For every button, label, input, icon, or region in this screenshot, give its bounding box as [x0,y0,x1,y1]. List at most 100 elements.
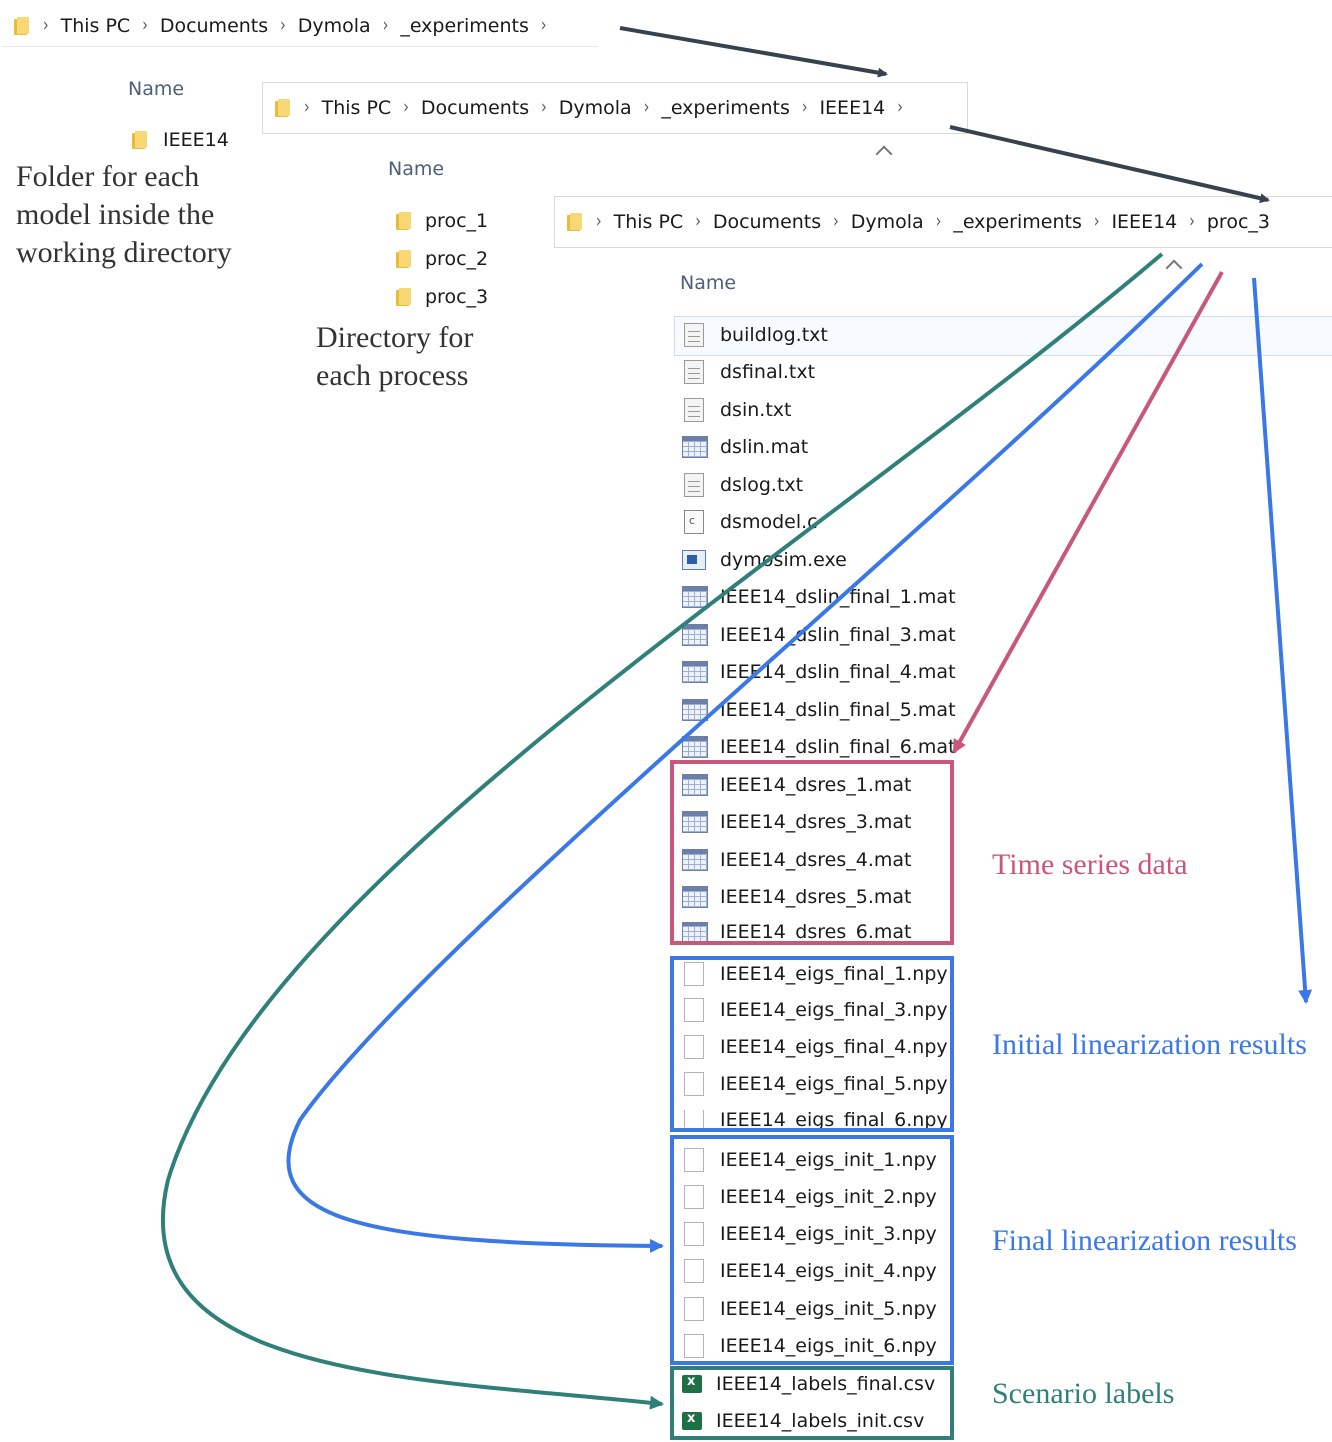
list-item[interactable]: IEEE14_eigs_init_2.npy [684,1185,937,1209]
list-item[interactable]: IEEE14_eigs_final_1.npy [684,962,948,986]
breadcrumb-experiments[interactable]: _experiments [400,15,529,37]
list-item[interactable]: IEEE14_eigs_final_5.npy [684,1072,948,1096]
file-name: IEEE14_labels_init.csv [716,1410,925,1432]
npy-file-icon [684,962,704,986]
chevron-right-icon: › [280,15,286,37]
column-header-name[interactable]: Name [680,272,737,294]
mat-file-icon [682,849,708,871]
list-item[interactable]: IEEE14_dsres_3.mat [682,810,911,834]
text-file-icon [684,398,704,422]
list-item[interactable]: dslog.txt [684,473,803,497]
list-item[interactable]: proc_1 [396,208,488,234]
list-item[interactable]: IEEE14_eigs_init_6.npy [684,1334,937,1358]
npy-file-icon [684,1035,704,1059]
arrow-initial-linearization [1252,277,1313,1004]
address-bar-1[interactable]: › This PC › Documents › Dymola › _experi… [2,6,598,47]
breadcrumb-this-pc[interactable]: This PC [60,15,131,37]
model-folder-note: Folder for each model inside the working… [16,160,232,269]
list-item[interactable]: IEEE14_dslin_final_3.mat [682,623,956,647]
breadcrumb-ieee14[interactable]: IEEE14 [1111,211,1178,233]
list-item[interactable]: dsfinal.txt [684,360,815,384]
address-bar-2[interactable]: › This PC › Documents › Dymola › _experi… [262,82,968,134]
list-item[interactable]: proc_2 [396,246,488,272]
list-item[interactable]: IEEE14_eigs_final_6.npy [684,1110,948,1130]
chevron-right-icon: › [935,211,942,233]
folder-icon [275,99,290,117]
column-header-name[interactable]: Name [388,158,445,180]
list-item[interactable]: IEEE14_dslin_final_4.mat [682,660,956,684]
breadcrumb-experiments[interactable]: _experiments [661,97,790,119]
breadcrumb-documents[interactable]: Documents [420,97,530,119]
folder-name: proc_2 [425,248,489,270]
npy-file-icon [684,1297,704,1321]
list-item[interactable]: dsin.txt [684,398,791,422]
mat-file-icon [682,436,708,458]
file-name: IEEE14_dsres_3.mat [720,811,912,833]
list-item[interactable]: IEEE14_eigs_init_5.npy [684,1297,937,1321]
breadcrumb-experiments[interactable]: _experiments [953,211,1082,233]
list-item[interactable]: IEEE14_dslin_final_5.mat [682,698,956,722]
list-item[interactable]: IEEE14_eigs_final_3.npy [684,998,948,1022]
chevron-right-icon: › [801,97,808,119]
list-item[interactable]: IEEE14_dsres_4.mat [682,848,911,872]
breadcrumb-this-pc[interactable]: This PC [613,211,684,233]
list-item[interactable]: IEEE14_eigs_init_3.npy [684,1222,937,1246]
list-item[interactable]: IEEE14_labels_init.csv [682,1409,924,1433]
file-name: IEEE14_dsres_1.mat [720,774,912,796]
breadcrumb-ieee14[interactable]: IEEE14 [819,97,886,119]
list-item[interactable]: IEEE14_dslin_final_1.mat [682,585,956,609]
breadcrumb-dymola[interactable]: Dymola [850,211,924,233]
file-name: dslin.mat [720,436,809,458]
npy-file-icon [684,1222,704,1246]
mat-file-icon [682,886,708,908]
c-file-icon [684,510,704,534]
chevron-right-icon: › [382,15,389,37]
file-name: dsfinal.txt [720,361,816,383]
file-name: buildlog.txt [720,324,828,346]
list-item[interactable]: dslin.mat [682,435,808,459]
column-header-name[interactable]: Name [128,78,185,100]
arrow-final-linearization [286,262,1204,1253]
file-name: dsin.txt [720,399,792,421]
file-name: IEEE14_eigs_final_5.npy [720,1073,948,1095]
file-name: IEEE14_dslin_final_6.mat [720,736,956,758]
npy-file-icon [684,1148,704,1172]
list-item[interactable]: IEEE14_dsres_1.mat [682,773,911,797]
list-item[interactable]: IEEE14_labels_final.csv [682,1372,935,1396]
list-item[interactable]: proc_3 [396,284,488,310]
list-item[interactable]: IEEE14_eigs_init_4.npy [684,1259,937,1283]
list-item[interactable]: dymosim.exe [682,548,847,572]
folder-icon [132,131,147,149]
breadcrumb-proc-3[interactable]: proc_3 [1206,211,1270,233]
file-name: IEEE14_eigs_init_6.npy [720,1335,937,1357]
final-linearization-box [670,1135,954,1365]
file-name: IEEE14_dslin_final_1.mat [720,586,956,608]
file-name: IEEE14_dsres_6.mat [720,922,912,942]
breadcrumb-documents[interactable]: Documents [159,15,269,37]
list-item[interactable]: IEEE14_dsres_6.mat [682,922,911,942]
list-item[interactable]: dsmodel.c [684,510,818,534]
mat-file-icon [682,586,708,608]
list-item[interactable]: IEEE14_eigs_final_4.npy [684,1035,948,1059]
chevron-right-icon: › [1093,211,1100,233]
breadcrumb-dymola[interactable]: Dymola [297,15,371,37]
chevron-right-icon: › [541,97,547,119]
folder-name: IEEE14 [163,129,229,151]
list-item[interactable]: buildlog.txt [684,323,828,347]
list-item[interactable]: IEEE14_dslin_final_6.mat [682,735,956,759]
initial-linearization-box [670,956,954,1132]
breadcrumb-documents[interactable]: Documents [712,211,822,233]
breadcrumb-this-pc[interactable]: This PC [321,97,392,119]
file-name: IEEE14_eigs_init_2.npy [720,1186,937,1208]
list-item[interactable]: IEEE14_eigs_init_1.npy [684,1148,937,1172]
chevron-right-icon: › [540,15,547,37]
exe-file-icon [682,550,706,570]
breadcrumb-dymola[interactable]: Dymola [558,97,632,119]
npy-file-icon [684,998,704,1022]
list-item[interactable]: IEEE14_dsres_5.mat [682,885,911,909]
arrow-time-series [952,271,1224,754]
file-name: IEEE14_eigs_init_4.npy [720,1260,937,1282]
list-item[interactable]: IEEE14 [132,128,229,152]
text-file-icon [684,360,704,384]
address-bar-3[interactable]: › This PC › Documents › Dymola › _experi… [554,196,1332,248]
